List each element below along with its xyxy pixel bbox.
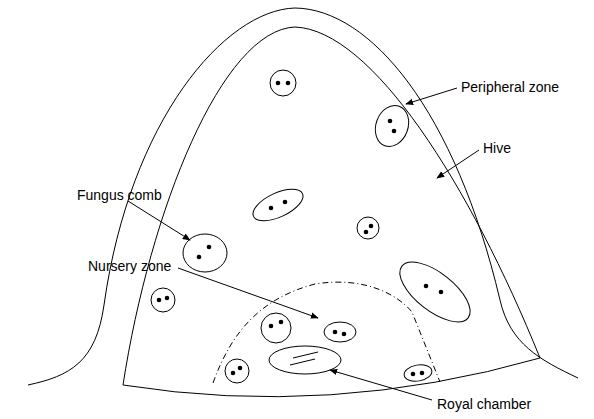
nursery-zone-outline — [213, 282, 440, 383]
fungus-comb-dots — [157, 81, 444, 377]
leader-arrow — [178, 268, 318, 318]
fungus-comb — [248, 183, 307, 228]
callout-label: Hive — [483, 140, 511, 157]
fungus-comb — [270, 70, 296, 96]
fungus-comb — [151, 288, 175, 312]
mound-outer-outline — [28, 8, 578, 385]
fungus-comb — [390, 251, 480, 333]
fungus-comb — [324, 322, 356, 342]
leader-arrow — [330, 370, 432, 400]
callout-label: Royal chamber — [437, 396, 531, 413]
fungus-comb — [225, 359, 249, 383]
leader-arrow — [128, 201, 190, 240]
fungus-comb — [403, 363, 433, 384]
leader-arrow — [406, 88, 457, 104]
callout-label: Nursery zone — [88, 258, 171, 275]
royal-chamber-hatch — [290, 352, 318, 365]
callout-label: Fungus comb — [77, 187, 162, 204]
fungus-comb — [357, 217, 379, 239]
fungus-comb — [370, 101, 414, 151]
callout-label: Peripheral zone — [461, 79, 559, 96]
leader-arrow — [437, 150, 479, 178]
fungus-comb — [261, 313, 291, 343]
